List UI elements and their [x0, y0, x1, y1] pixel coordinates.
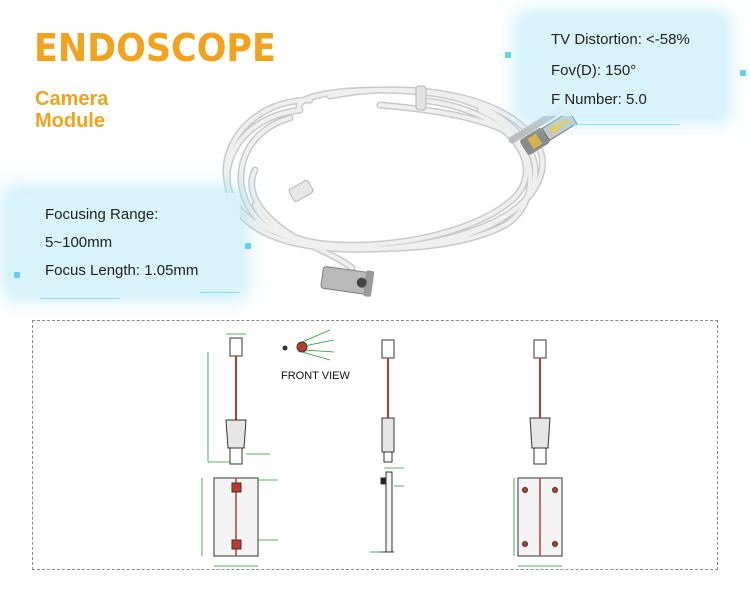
glow-accent-line	[560, 124, 680, 125]
glow-accent-line	[40, 298, 120, 299]
glow-accent	[245, 243, 251, 249]
glow-accent	[14, 272, 20, 278]
front-view-label: FRONT VIEW	[281, 370, 350, 382]
spec-fov: Fov(D): 150°	[551, 62, 637, 79]
spec-focus-length: Focus Length: 1.05mm	[45, 262, 199, 279]
subtitle-line-2: Module	[35, 110, 105, 132]
spec-box-focus	[10, 193, 240, 293]
spec-tv-distortion: TV Distortion: <-58%	[551, 31, 690, 48]
technical-drawing-frame	[32, 320, 718, 570]
spec-f-number: F Number: 5.0	[551, 91, 647, 108]
spec-focusing-range-value: 5~100mm	[45, 234, 113, 251]
product-subtitle: Camera Module	[35, 88, 108, 132]
subtitle-line-1: Camera	[35, 88, 109, 110]
glow-accent	[505, 52, 511, 58]
spec-box-optics	[523, 18, 723, 116]
product-title: ENDOSCOPE	[34, 26, 276, 70]
glow-accent-line	[200, 292, 240, 293]
spec-focusing-range-label: Focusing Range:	[45, 206, 159, 223]
glow-accent	[740, 70, 746, 76]
